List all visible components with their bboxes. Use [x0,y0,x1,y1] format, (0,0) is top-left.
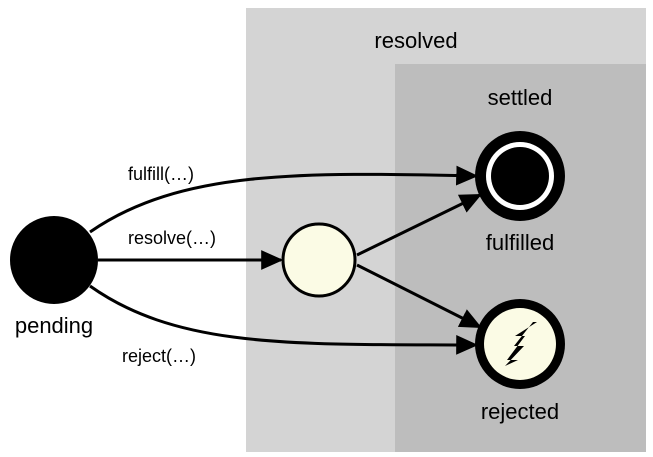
pending-state-node [10,216,98,304]
intermediate-state-node [281,222,357,298]
resolved-region-label: resolved [374,28,457,53]
lightning-bolt-icon [505,322,537,366]
fulfilled-state-node [475,131,565,221]
fulfill-edge-label: fulfill(…) [128,164,194,184]
intermediate-to-rejected-edge [356,263,482,329]
resolve-edge-label: resolve(…) [128,228,216,248]
settled-region [395,64,646,452]
fulfill-edge [89,165,479,234]
rejected-state-label: rejected [481,399,559,424]
rejected-state-node [475,299,565,389]
fulfilled-state-label: fulfilled [486,230,554,255]
reject-edge [89,284,479,355]
filled-circle-icon [491,147,549,205]
intermediate-to-fulfilled-edge [356,193,482,257]
reject-edge-label: reject(…) [122,346,196,366]
pending-state-label: pending [15,313,93,338]
settled-region-label: settled [488,85,553,110]
